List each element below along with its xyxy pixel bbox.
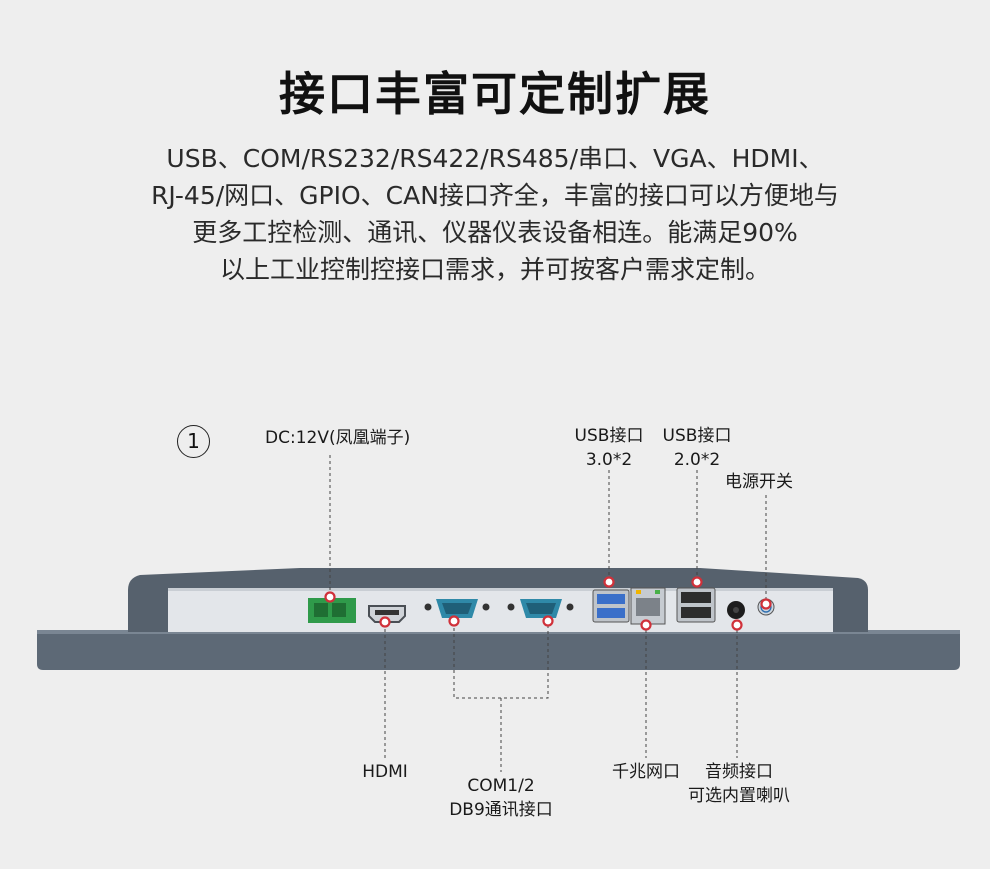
usb3-label-line2: 3.0*2 xyxy=(585,450,633,470)
com2-port xyxy=(507,599,574,618)
hdmi-label: HDMI xyxy=(362,762,408,782)
usb2-label: USB接口 2.0*2 xyxy=(648,424,746,472)
com-label: COM1/2 DB9通讯接口 xyxy=(436,774,566,822)
lan-port xyxy=(630,587,666,625)
device-bezel xyxy=(37,630,960,670)
usb2-label-line1: USB接口 xyxy=(662,426,732,446)
audio-label: 音频接口 可选内置喇叭 xyxy=(677,760,801,808)
com1-port xyxy=(424,599,490,618)
com2-marker xyxy=(542,615,554,627)
com-label-line2: DB9通讯接口 xyxy=(449,800,553,820)
description-line: 以上工业控制控接口需求，并可按客户需求定制。 xyxy=(219,255,770,284)
audio-port xyxy=(727,601,745,619)
usb3-label-line1: USB接口 xyxy=(574,426,644,446)
leader-lines xyxy=(329,455,767,772)
dc-marker xyxy=(324,591,336,603)
device-body xyxy=(37,568,960,670)
io-panel-shadow xyxy=(168,588,833,591)
power-marker xyxy=(760,598,772,610)
usb3-label: USB接口 3.0*2 xyxy=(560,424,658,472)
dc-terminal-port xyxy=(308,598,356,623)
usb2-label-line2: 2.0*2 xyxy=(673,450,721,470)
usb2-ports xyxy=(676,587,716,623)
lan-marker xyxy=(640,619,652,631)
index-marker: 1 xyxy=(177,425,210,458)
description: USB、COM/RS232/RS422/RS485/串口、VGA、HDMI、 R… xyxy=(95,140,895,288)
hdmi-marker xyxy=(379,616,391,628)
usb3-ports xyxy=(592,589,630,623)
com-label-line1: COM1/2 xyxy=(467,776,535,796)
usb3-marker xyxy=(603,576,615,588)
dc-label: DC:12V(凤凰端子) xyxy=(265,428,411,448)
description-line: RJ-45/网口、GPIO、CAN接口齐全，丰富的接口可以方便地与 xyxy=(151,181,839,210)
port-markers xyxy=(324,576,772,631)
page-title: 接口丰富可定制扩展 xyxy=(279,67,711,121)
description-line: USB、COM/RS232/RS422/RS485/串口、VGA、HDMI、 xyxy=(166,144,824,173)
com1-marker xyxy=(448,615,460,627)
usb2-marker xyxy=(691,576,703,588)
audio-marker xyxy=(731,619,743,631)
description-line: 更多工控检测、通讯、仪器仪表设备相连。能满足90% xyxy=(192,218,798,247)
lan-label: 千兆网口 xyxy=(612,762,680,782)
audio-label-line2: 可选内置喇叭 xyxy=(688,786,790,806)
hdmi-port xyxy=(368,605,406,623)
audio-label-line1: 音频接口 xyxy=(705,762,773,782)
power-switch-label: 电源开关 xyxy=(725,472,793,492)
